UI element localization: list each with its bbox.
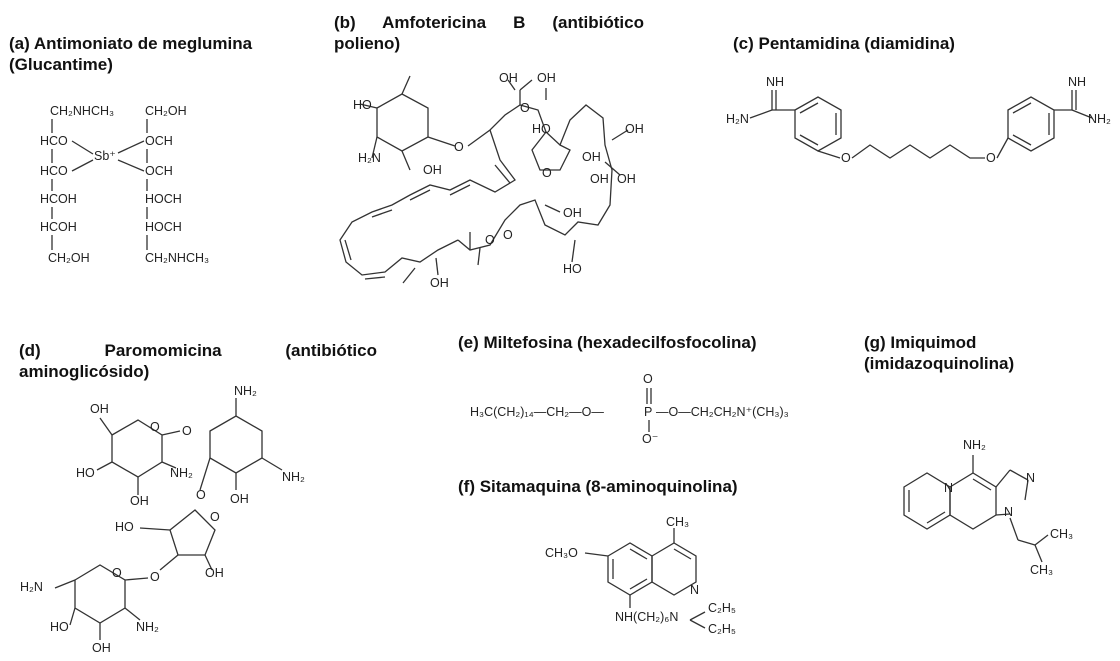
g-nh2: NH₂: [963, 438, 986, 452]
b-o-1: O: [454, 140, 464, 154]
e-o-bottom: O⁻: [642, 432, 659, 446]
a-right-4: HOCH: [145, 192, 182, 206]
c-o-right: O: [986, 151, 996, 165]
b-ho-2: HO: [532, 122, 551, 136]
d-nh2-4: NH₂: [136, 620, 159, 634]
b-o-4: O: [485, 233, 495, 247]
b-ho-1: HO: [353, 98, 372, 112]
d-oh-3: OH: [230, 492, 249, 506]
a-right-6: CH₂NHCH₃: [145, 251, 210, 265]
b-oh-8: OH: [430, 276, 449, 290]
b-oh-9: OH: [590, 172, 609, 186]
d-o-ring-1: O: [150, 420, 160, 434]
a-antimony: Sb⁺: [94, 149, 116, 163]
b-oh-5: OH: [582, 150, 601, 164]
d-ho-1: HO: [76, 466, 95, 480]
b-ho-3: HO: [563, 262, 582, 276]
d-o-ring-2: O: [210, 510, 220, 524]
c-nh-left: NH: [766, 75, 785, 89]
e-o-top: O: [643, 372, 653, 386]
c-o-left: O: [841, 151, 851, 165]
d-ho-2: HO: [115, 520, 134, 534]
a-left-5: HCOH: [40, 220, 77, 234]
f-ch3: CH₃: [666, 515, 690, 529]
panel-b-title: (b) Amfotericina B (antibiótico polieno): [334, 13, 644, 53]
d-o-link-3: O: [150, 570, 160, 584]
b-oh-1: OH: [499, 71, 518, 85]
g-ch3-top: CH₃: [1050, 527, 1074, 541]
panel-d-title: (d) Paromomicina (antibiótico aminoglicó…: [19, 341, 377, 381]
b-o-3: O: [542, 166, 552, 180]
d-ho-3: HO: [50, 620, 69, 634]
d-oh-5: OH: [92, 641, 111, 655]
a-right-1: CH₂OH: [145, 104, 187, 118]
g-n-quinoline: N: [944, 481, 954, 495]
b-o-5: O: [503, 228, 513, 242]
d-o-link-1: O: [182, 424, 192, 438]
d-o-ring-3: O: [112, 566, 122, 580]
panel-g-title: (g) Imiquimod (imidazoquinolina): [864, 333, 1015, 373]
b-oh-7: OH: [617, 172, 636, 186]
e-phosphorus: P: [644, 405, 653, 419]
d-oh-1: OH: [90, 402, 109, 416]
g-n-top: N: [1026, 471, 1036, 485]
a-left-3: HCO: [40, 164, 68, 178]
d-o-link-2: O: [196, 488, 206, 502]
d-nh2-3: NH₂: [282, 470, 305, 484]
a-left-4: HCOH: [40, 192, 77, 206]
d-nh2-2: NH₂: [170, 466, 193, 480]
f-c2h5-bottom: C₂H₅: [708, 622, 736, 636]
b-oh-4: OH: [423, 163, 442, 177]
e-formula-left: H₃C(CH₂)₁₄—CH₂—O—: [470, 405, 604, 419]
b-oh-6: OH: [563, 206, 582, 220]
d-h2n: H₂N: [20, 580, 43, 594]
f-n: N: [690, 583, 700, 597]
c-h2n: H₂N: [726, 112, 749, 126]
c-nh2: NH₂: [1088, 112, 1111, 126]
a-right-3: OCH: [145, 164, 173, 178]
panel-a-title: (a) Antimoniato de meglumina (Glucantime…: [9, 34, 253, 74]
f-c2h5-top: C₂H₅: [708, 601, 736, 615]
a-left-1: CH₂NHCH₃: [50, 104, 115, 118]
a-left-2: HCO: [40, 134, 68, 148]
b-oh-2: OH: [537, 71, 556, 85]
a-right-2: OCH: [145, 134, 173, 148]
e-formula-right: —O—CH₂CH₂N⁺(CH₃)₃: [656, 405, 789, 419]
a-left-6: CH₂OH: [48, 251, 90, 265]
panel-f-title: (f) Sitamaquina (8-aminoquinolina): [458, 477, 738, 496]
f-ch3o: CH₃O: [545, 546, 578, 560]
d-nh2-1: NH₂: [234, 384, 257, 398]
c-nh-right: NH: [1068, 75, 1087, 89]
b-o-2: O: [520, 101, 530, 115]
d-oh-4: OH: [205, 566, 224, 580]
panel-c-title: (c) Pentamidina (diamidina): [733, 34, 955, 53]
g-n-bottom: N: [1004, 505, 1014, 519]
d-oh-2: OH: [130, 494, 149, 508]
b-h2n: H₂N: [358, 151, 381, 165]
b-oh-3: OH: [625, 122, 644, 136]
g-ch3-bottom: CH₃: [1030, 563, 1054, 577]
a-right-5: HOCH: [145, 220, 182, 234]
f-side-chain: NH(CH₂)₆N: [615, 610, 679, 624]
panel-e-title: (e) Miltefosina (hexadecilfosfocolina): [458, 333, 757, 352]
